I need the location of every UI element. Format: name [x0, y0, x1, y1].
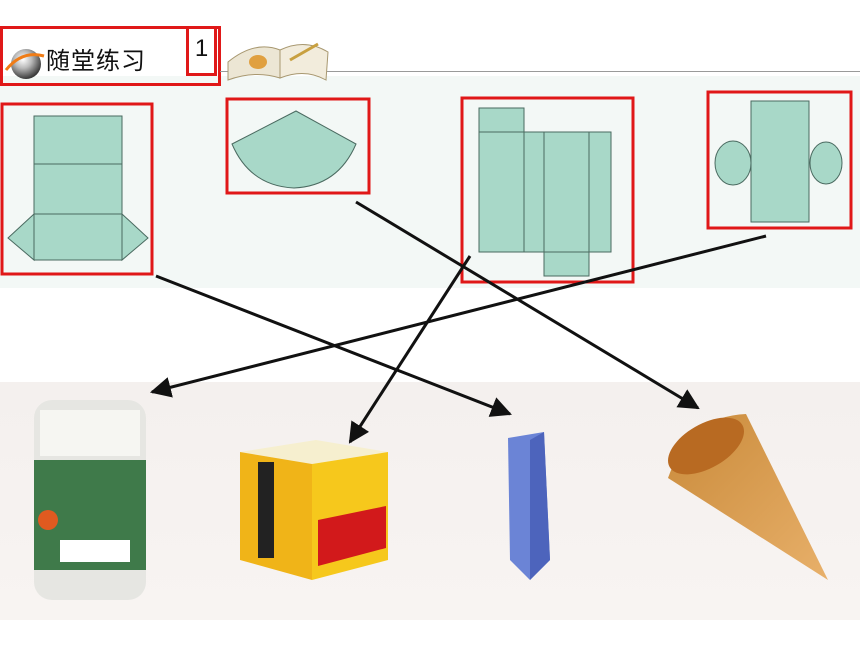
- exercise-title: 随堂练习: [46, 47, 146, 75]
- triangular-prism-net: [0, 102, 154, 276]
- triangular-prism: [508, 432, 550, 580]
- cone-net: [225, 97, 371, 195]
- book-icon: [227, 42, 329, 81]
- cone: [668, 414, 828, 580]
- rectangular-box: [240, 440, 388, 580]
- header-divider: [220, 71, 860, 72]
- exercise-number: 1: [186, 26, 217, 76]
- arrow-cone-net-to-cone: [355, 200, 700, 410]
- rectangular-prism-net: [460, 96, 635, 284]
- globe-icon: [4, 49, 45, 79]
- matching-arrows: [149, 200, 767, 444]
- cylinder-jar: [34, 400, 146, 600]
- exercise-header: [0, 26, 221, 86]
- scan-background: [0, 76, 860, 288]
- arrow-cylinder-net-to-jar: [149, 234, 767, 398]
- cylinder-net: [706, 90, 853, 230]
- arrow-box-net-to-box: [348, 255, 472, 444]
